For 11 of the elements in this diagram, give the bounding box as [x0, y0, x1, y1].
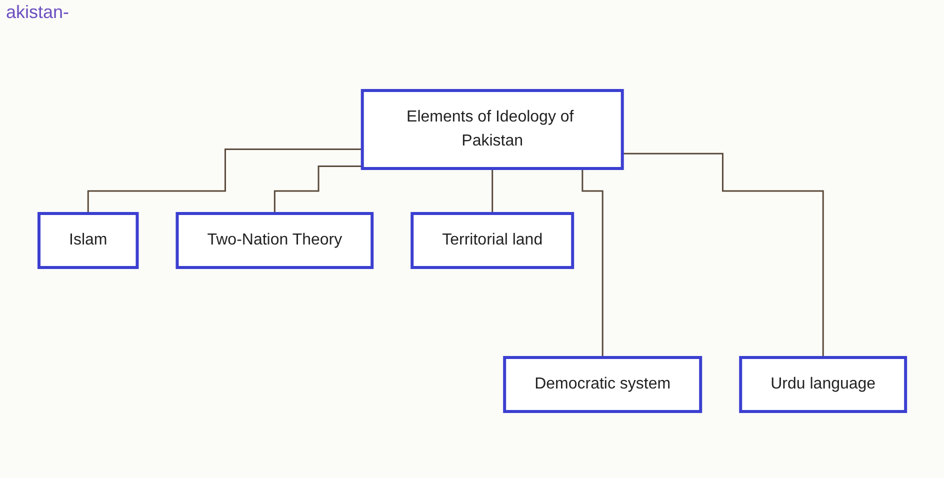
- connector: [87, 148, 362, 214]
- node-box: Elements of Ideology of Pakistan: [360, 89, 624, 170]
- node-box: Urdu language: [738, 356, 907, 413]
- connector: [491, 168, 493, 214]
- note-text: akistan-: [6, 2, 70, 23]
- node-box: Islam: [37, 212, 138, 269]
- connector: [622, 152, 824, 358]
- node-box: Territorial land: [410, 212, 574, 269]
- connector: [274, 165, 362, 214]
- node-box: Democratic system: [502, 356, 702, 413]
- node-box: Two-Nation Theory: [175, 212, 374, 269]
